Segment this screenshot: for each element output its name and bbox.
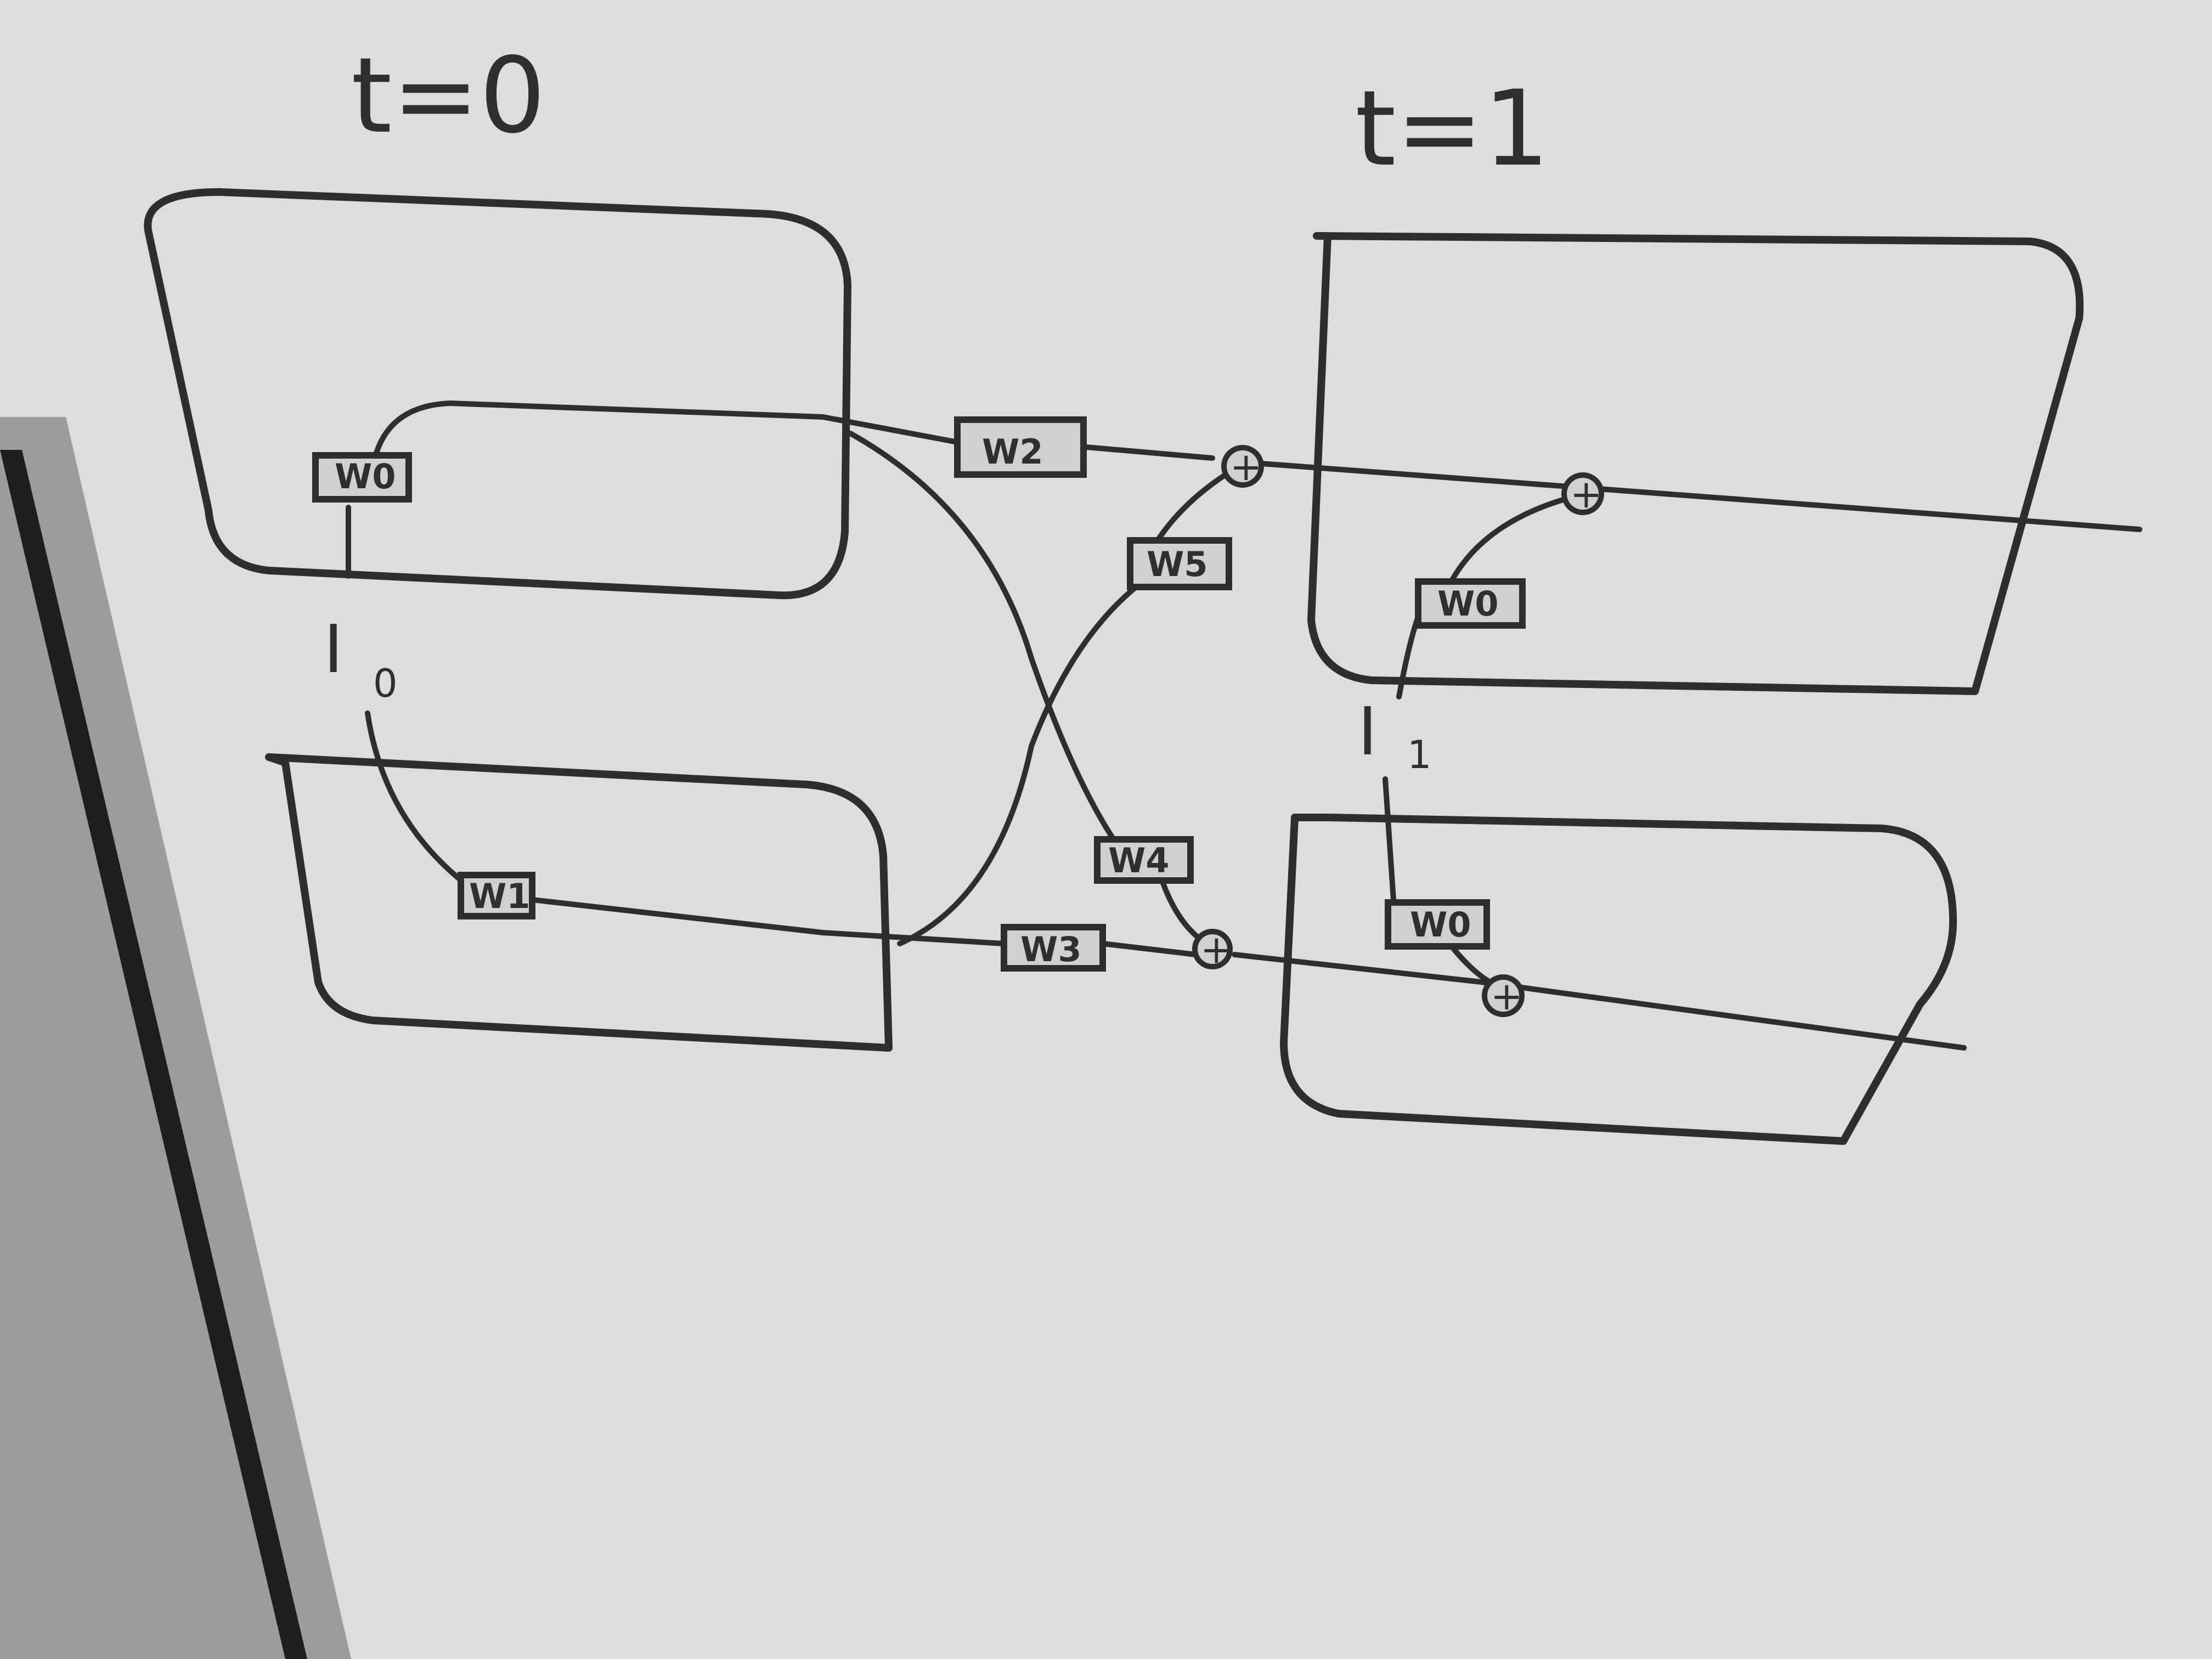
svg-text:I: I (324, 612, 343, 688)
edge-w2-to-sum (1084, 444, 1215, 461)
edge-w3-to-sum (1100, 941, 1199, 957)
svg-text:0: 0 (373, 661, 398, 706)
weight-box-right-bottom: W0 (1385, 899, 1490, 950)
svg-text:+: + (1491, 974, 1523, 1019)
input-label-i0: I 0 (324, 612, 398, 706)
node-box-t1-top (1307, 232, 2084, 695)
edge-cross-up (897, 576, 1149, 946)
svg-text:W0: W0 (1410, 905, 1471, 945)
svg-text:I: I (1358, 694, 1377, 770)
weight-box-right-top: W0 (1415, 578, 1526, 629)
edge-cross-down (848, 431, 1122, 850)
sum-node-bottom-1: + (1192, 927, 1233, 972)
svg-text:+: + (1200, 927, 1233, 972)
weight-box-left-bottom: W1 (458, 872, 535, 919)
edge-w0-to-w2 (370, 400, 957, 469)
title-t1: t=1 (1355, 68, 1550, 189)
svg-text:W1: W1 (469, 876, 531, 916)
svg-text:+: + (1230, 444, 1262, 489)
svg-text:W4: W4 (1108, 840, 1170, 881)
weight-box-cross-down: W4 (1094, 836, 1194, 884)
weight-box-cross-up: W5 (1127, 537, 1232, 590)
node-box-t0-bottom (265, 753, 893, 1052)
node-box-t1-bottom (1280, 814, 1957, 1145)
edge-sum-top-line (1259, 461, 2142, 532)
edge-w0-right-top (1446, 494, 1577, 590)
weight-box-cross-bottom: W3 (1001, 924, 1106, 972)
weight-box-cross-top: W2 (954, 416, 1087, 478)
weight-box-left-top: W0 (312, 452, 412, 503)
input-label-i1: I 1 (1358, 694, 1432, 777)
svg-text:W2: W2 (982, 432, 1043, 472)
sum-node-bottom-2: + (1482, 974, 1525, 1019)
input-line-i1-down (1383, 776, 1396, 902)
node-box-t0-top (144, 188, 851, 600)
svg-text:W0: W0 (335, 456, 396, 496)
edge-w1-to-w3 (529, 897, 1007, 946)
svg-text:W0: W0 (1437, 584, 1499, 624)
svg-text:W5: W5 (1147, 544, 1208, 584)
title-t0: t=0 (351, 35, 546, 156)
edge-sum-bottom-line (1232, 952, 1967, 1051)
whiteboard-frame (0, 450, 307, 1659)
wall-edge (0, 417, 351, 1659)
svg-text:1: 1 (1407, 732, 1432, 777)
sum-node-top-2: + (1561, 472, 1604, 517)
svg-text:+: + (1570, 472, 1602, 517)
input-line-i0-down (365, 710, 475, 891)
edge-w5-to-sum (1155, 466, 1237, 543)
svg-text:W3: W3 (1020, 929, 1082, 969)
sum-node-top-1: + (1221, 444, 1264, 489)
